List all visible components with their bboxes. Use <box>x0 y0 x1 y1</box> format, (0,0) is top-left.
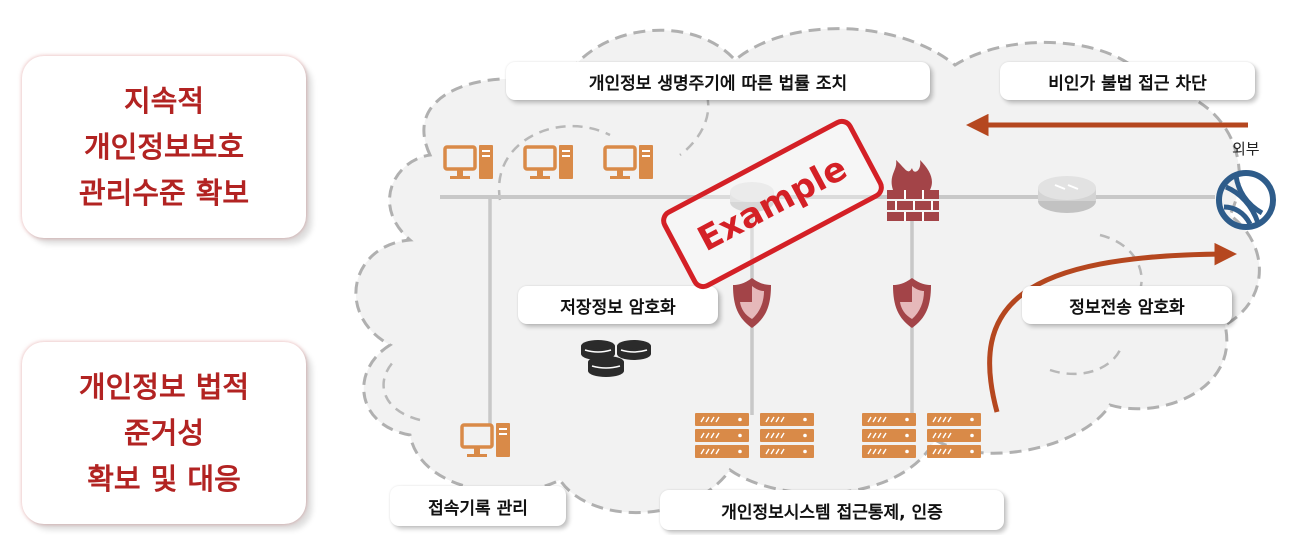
router-icon <box>1038 176 1096 213</box>
server-icon <box>694 412 750 459</box>
network-cloud-boundary <box>354 27 1261 515</box>
firewall-icon <box>887 160 939 221</box>
goal-line: 지속적 <box>123 84 205 118</box>
label-system-access-control: 개인정보시스템 접근통제, 인증 <box>660 490 1004 530</box>
label-external: 외부 <box>1232 140 1260 158</box>
label-transmission-encryption: 정보전송 암호화 <box>1022 286 1232 324</box>
database-icon <box>581 340 651 377</box>
server-icon <box>861 412 917 459</box>
label-block-unauthorized: 비인가 불법 접근 차단 <box>1000 62 1255 100</box>
router-icon <box>730 182 774 212</box>
goal-card-legal-compliance: 개인정보 법적 준거성 확보 및 대응 <box>22 342 306 524</box>
goal-card-continuous-management: 지속적 개인정보보호 관리수준 확보 <box>22 56 306 238</box>
cloud-inner-arc <box>382 359 421 422</box>
cloud-inner-arc <box>497 125 611 201</box>
goal-line: 관리수준 확보 <box>78 176 250 210</box>
goal-line: 개인정보보호 <box>83 130 245 164</box>
label-storage-encryption: 저장정보 암호화 <box>518 286 718 324</box>
label-lifecycle-legal: 개인정보 생명주기에 따른 법률 조치 <box>506 62 930 100</box>
goal-line: 확보 및 대응 <box>87 462 241 496</box>
label-access-log: 접속기록 관리 <box>390 486 566 526</box>
goal-line: 개인정보 법적 <box>78 370 250 404</box>
globe-icon <box>1216 170 1276 230</box>
server-icon <box>759 412 815 459</box>
server-icon <box>926 412 982 459</box>
cloud-inner-arc <box>1049 349 1122 376</box>
goal-line: 준거성 <box>123 416 205 450</box>
